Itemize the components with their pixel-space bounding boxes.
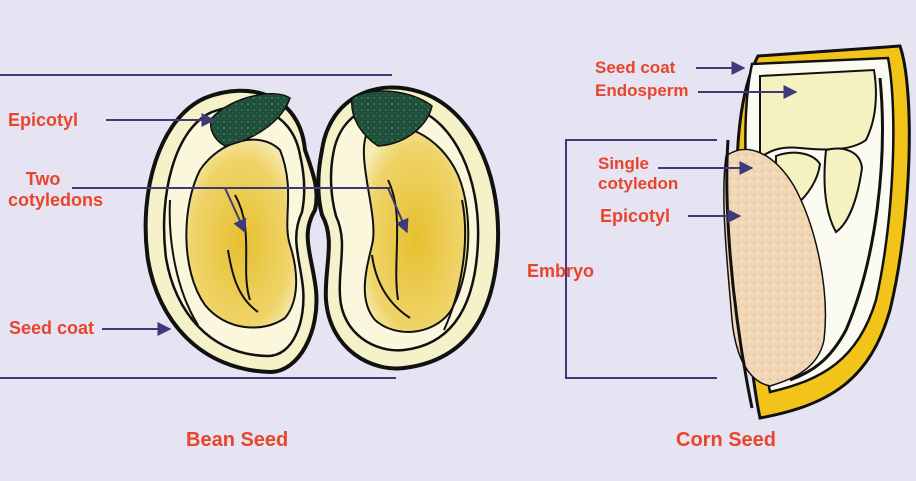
- corn-embryo: [723, 148, 827, 387]
- bean-seed-coat-label: Seed coat: [8, 318, 94, 338]
- bean-right-detail-line: [371, 254, 411, 319]
- corn-cotyledon-label-line1: Single: [598, 154, 650, 173]
- bean-left-cotyledon: [185, 138, 298, 329]
- bean-right-leaf: [351, 90, 433, 147]
- corn-seed-coat-label: Seed coat: [595, 58, 676, 77]
- bean-seed: [0, 74, 501, 379]
- corn-embryo-label: Embryo: [527, 261, 595, 281]
- corn-endosperm: [759, 68, 877, 161]
- corn-cotyledon-label-line2: cotyledon: [598, 174, 679, 193]
- bean-seed-caption: Bean Seed: [186, 429, 289, 451]
- bean-right-half: [316, 85, 501, 371]
- bean-right-detail-line: [443, 199, 467, 331]
- corn-seed-caption: Corn Seed: [676, 429, 777, 451]
- bean-right-cotyledon: [362, 124, 470, 333]
- bean-cotyledons-pointer-right: [387, 187, 409, 234]
- corn-hull-right-edge: [789, 77, 884, 382]
- bean-left-half: [143, 88, 319, 375]
- bean-epicotyl-label: Epicotyl: [8, 110, 79, 130]
- corn-endosperm-lobe: [823, 147, 864, 234]
- corn-epicotyl-label: Epicotyl: [600, 206, 671, 226]
- corn-seed: [565, 44, 911, 420]
- bean-cotyledons-pointer-left: [224, 187, 247, 234]
- corn-hull-inner-edge: [725, 139, 754, 409]
- corn-endosperm-label: Endosperm: [595, 81, 689, 100]
- bean-left-detail-line: [168, 199, 199, 326]
- bean-cotyledons-label-line1: Two: [25, 169, 61, 189]
- bean-left-leaf: [210, 93, 291, 147]
- bean-right-detail-line: [387, 179, 399, 301]
- bean-cotyledons-label-line2: cotyledons: [7, 190, 103, 210]
- bean-left-detail-line: [227, 249, 259, 313]
- corn-embryo-bracket: [565, 139, 717, 379]
- bean-left-detail-line: [234, 194, 251, 301]
